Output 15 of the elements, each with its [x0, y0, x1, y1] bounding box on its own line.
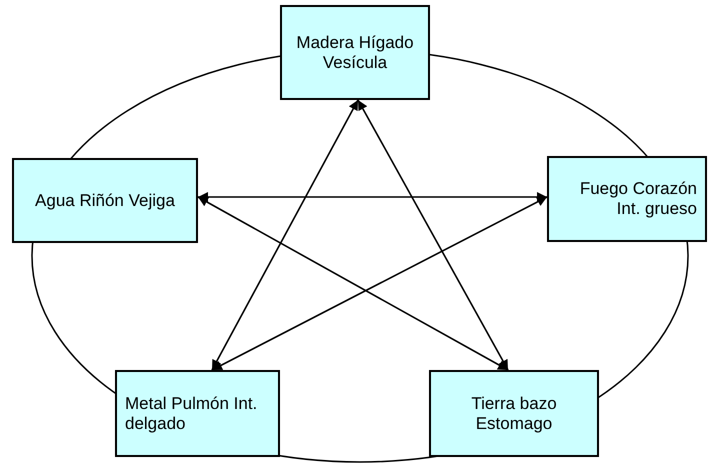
arrow — [211, 100, 359, 370]
element-box — [280, 5, 430, 100]
element-box — [12, 158, 198, 243]
arrow — [357, 100, 509, 370]
arrow — [212, 196, 548, 371]
element-box — [547, 156, 707, 242]
element-label: Agua Riñón Vejiga — [34, 190, 176, 210]
element-label: Tierra bazo Estomago — [470, 394, 558, 434]
element-box — [429, 370, 599, 457]
element-label: Madera Hígado Vesícula — [295, 32, 415, 72]
element-label: Fuego Corazón Int. grueso — [578, 179, 697, 219]
arrow — [198, 196, 508, 371]
element-box — [115, 370, 280, 457]
element-label: Metal Pulmón Int. delgado — [125, 394, 258, 434]
arrow — [198, 192, 547, 202]
